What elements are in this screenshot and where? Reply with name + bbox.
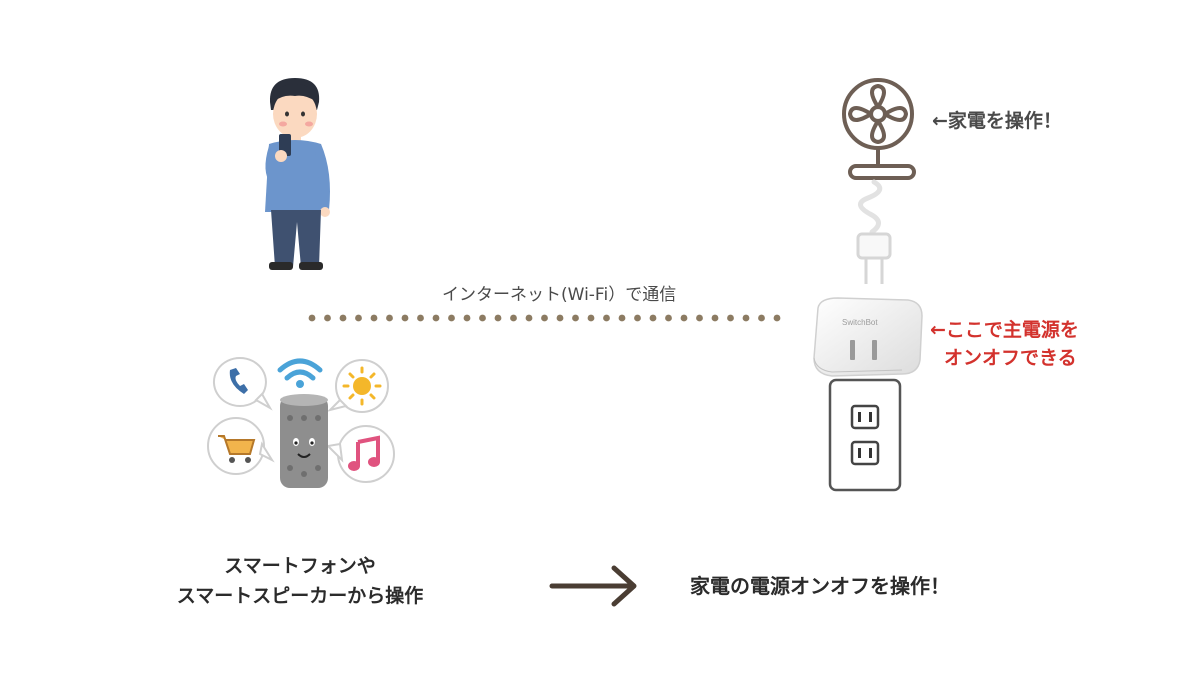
connection-dot xyxy=(603,314,610,322)
connection-dot xyxy=(370,314,378,322)
connection-dot xyxy=(696,314,703,322)
connection-label: インターネット(Wi-Fi）で通信 xyxy=(442,285,677,305)
connection-dot xyxy=(634,314,641,322)
connection-dot xyxy=(324,314,331,322)
bottom-left-line2: スマートスピーカーから操作 xyxy=(176,585,424,607)
connection-dot xyxy=(432,314,440,322)
connection-dot xyxy=(386,314,393,322)
connection-dot xyxy=(510,314,517,322)
connection-dot xyxy=(680,314,688,322)
connection-dot xyxy=(417,314,424,322)
wall-outlet-icon xyxy=(828,378,902,492)
connection-dot xyxy=(401,314,409,322)
connection-dot xyxy=(572,314,579,322)
smart-speaker-icon xyxy=(280,394,328,488)
connection-dot xyxy=(525,314,533,322)
smart-plug-brand: SwitchBot xyxy=(842,318,878,327)
connection-dot xyxy=(448,314,455,322)
electric-fan-icon xyxy=(842,78,916,180)
appliance-note: ←家電を操作！ xyxy=(932,110,1062,132)
smart-speaker-illustration xyxy=(207,357,395,488)
connection-dot xyxy=(494,314,502,322)
smart-plug-device xyxy=(813,297,923,377)
plug-note: ←ここで主電源を オンオフできる xyxy=(930,316,1079,372)
bottom-right-caption: 家電の電源オンオフを操作！ xyxy=(690,574,950,598)
connection-dot xyxy=(541,314,548,322)
connection-dot xyxy=(758,314,765,322)
connection-dot xyxy=(711,314,719,322)
connection-dot xyxy=(339,314,347,322)
sun-bubble-icon xyxy=(326,359,389,413)
connection-dot xyxy=(463,314,471,322)
music-bubble-icon xyxy=(325,425,395,483)
person-with-smartphone-illustration xyxy=(265,78,330,270)
dotted-connection-line xyxy=(308,314,781,322)
connection-dot xyxy=(773,314,781,322)
connection-dot xyxy=(618,314,626,322)
plug-note-line2: オンオフできる xyxy=(944,347,1077,369)
right-arrow-icon xyxy=(549,565,637,607)
phone-bubble-icon xyxy=(212,357,273,411)
connection-dot xyxy=(665,314,672,322)
connection-dot xyxy=(308,314,316,322)
power-cord-plug-icon xyxy=(856,179,892,284)
bottom-left-line1: スマートフォンや xyxy=(224,555,376,577)
connection-dot xyxy=(355,314,362,322)
connection-dot xyxy=(556,314,564,322)
connection-dot xyxy=(587,314,595,322)
bottom-left-caption: スマートフォンや スマートスピーカーから操作 xyxy=(150,551,450,611)
connection-dot xyxy=(649,314,657,322)
connection-dot xyxy=(727,314,734,322)
connection-dot xyxy=(479,314,486,322)
plug-note-line1: ←ここで主電源を xyxy=(930,319,1079,341)
cart-bubble-icon xyxy=(207,417,275,475)
wifi-icon xyxy=(277,358,323,381)
connection-dot xyxy=(742,314,750,322)
